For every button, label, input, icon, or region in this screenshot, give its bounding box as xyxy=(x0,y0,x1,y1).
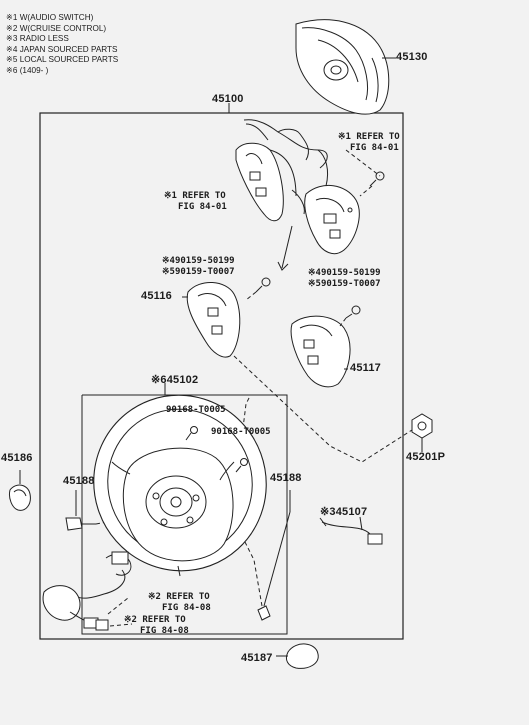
label-45117: 45117 xyxy=(350,362,381,374)
refer-to-bottom-1[interactable]: ※2 REFER TO FIG 84-08 xyxy=(148,592,211,613)
bolt-left xyxy=(255,277,271,293)
switch-assembly-right xyxy=(304,149,360,255)
cap-45187 xyxy=(285,643,319,669)
notes-list: ※1 W(AUDIO SWITCH) ※2 W(CRUISE CONTROL) … xyxy=(6,13,118,76)
label-45102: ※645102 xyxy=(151,374,199,386)
refer-line-1: ※2 REFER TO xyxy=(148,592,210,602)
bolt-numbers-left: ※490159-50199 ※590159-T0007 xyxy=(162,256,235,277)
refer-line-1: ※2 REFER TO xyxy=(124,615,186,625)
steering-wheel-45102 xyxy=(93,394,267,577)
note-4: ※4 JAPAN SOURCED PARTS xyxy=(6,44,118,54)
refer-to-bottom-2[interactable]: ※2 REFER TO FIG 84-08 xyxy=(124,615,189,636)
label-45187: 45187 xyxy=(241,652,273,664)
label-45188-right: 45188 xyxy=(270,472,302,484)
bolt-number: ※490159-50199 xyxy=(308,268,381,278)
switch-assembly-left xyxy=(235,119,328,222)
bolt-number: ※490159-50199 xyxy=(162,256,235,266)
bolt-number: ※590159-T0007 xyxy=(308,278,381,289)
lower-cover-45117 xyxy=(290,315,351,388)
bolt-45188-left xyxy=(65,517,96,531)
bolt-45188-right xyxy=(257,605,271,621)
label-45188-left: 45188 xyxy=(63,475,95,487)
bolt-numbers-right: ※490159-50199 ※590159-T0007 xyxy=(308,268,381,289)
refer-line-2: FIG 84-08 xyxy=(162,602,211,613)
screw-upper xyxy=(185,426,198,441)
lower-cover-45116 xyxy=(182,282,241,358)
assembly-frame-45102 xyxy=(81,394,288,635)
label-45130: 45130 xyxy=(396,51,428,63)
screw-number-2: 90168-T0005 xyxy=(211,427,271,437)
note-2: ※2 W(CRUISE CONTROL) xyxy=(6,23,107,33)
refer-line-1: ※1 REFER TO xyxy=(338,132,400,142)
screw-number-1: 90168-T0005 xyxy=(166,405,226,415)
label-45201p: 45201P xyxy=(406,451,446,463)
bolt-right xyxy=(345,305,361,319)
label-45116: 45116 xyxy=(141,290,172,302)
refer-line-2: FIG 84-01 xyxy=(178,201,227,212)
harness-lower xyxy=(42,551,132,631)
refer-to-left[interactable]: ※1 REFER TO FIG 84-01 xyxy=(164,191,227,212)
pad-45186 xyxy=(9,484,31,511)
refer-line-2: FIG 84-01 xyxy=(350,142,399,153)
note-3: ※3 RADIO LESS xyxy=(6,34,69,43)
screw-lower xyxy=(235,458,248,473)
bolt-top-right xyxy=(369,171,385,187)
wire-45107 xyxy=(319,516,383,545)
refer-to-top-right[interactable]: ※1 REFER TO FIG 84-01 xyxy=(338,132,400,153)
refer-line-2: FIG 84-08 xyxy=(140,625,189,636)
label-45107: ※345107 xyxy=(320,506,368,518)
nut-45201p xyxy=(411,413,433,439)
refer-line-1: ※1 REFER TO xyxy=(164,191,226,201)
note-5: ※5 LOCAL SOURCED PARTS xyxy=(6,55,119,64)
note-1: ※1 W(AUDIO SWITCH) xyxy=(6,13,94,22)
airbag-cover-45130 xyxy=(295,19,396,115)
assembly-frame-45100 xyxy=(39,112,404,640)
label-45100: 45100 xyxy=(212,93,244,105)
label-45186: 45186 xyxy=(1,452,33,464)
bolt-number: ※590159-T0007 xyxy=(162,266,235,277)
note-6: ※6 (1409- ) xyxy=(6,65,49,75)
